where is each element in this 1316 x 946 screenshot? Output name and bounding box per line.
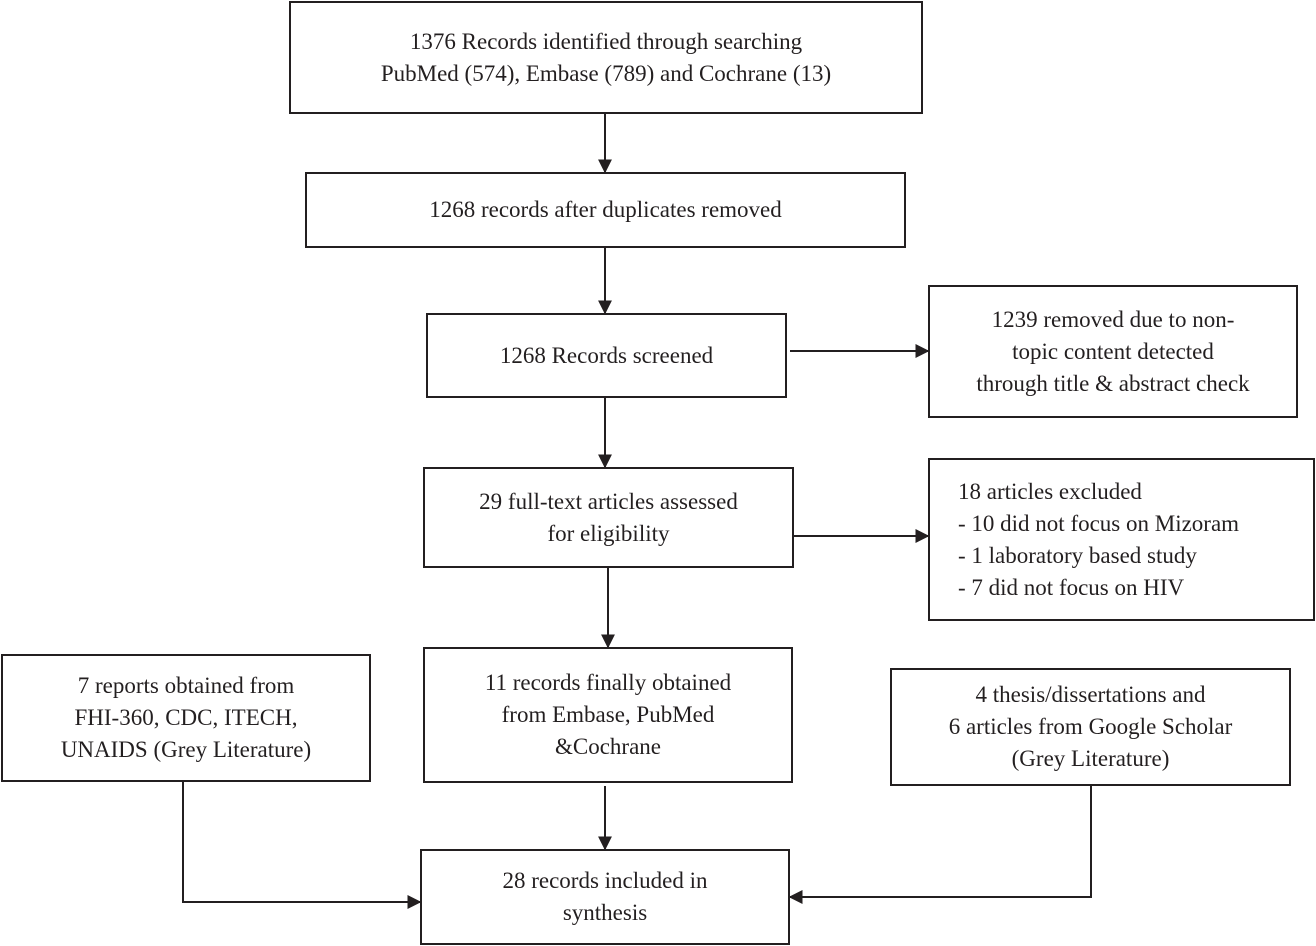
- grey-reports-line-3: UNAIDS (Grey Literature): [60, 737, 312, 762]
- final-records-line-3: &Cochrane: [554, 734, 661, 759]
- included-records-line-1: 28 records included in: [502, 868, 708, 893]
- assessed-articles-box: 29 full-text articles assessed for eligi…: [423, 467, 794, 568]
- removed-records-line-1: 1239 removed due to non-: [991, 306, 1235, 332]
- theses-articles-line-2: 6 articles from Google Scholar: [948, 714, 1233, 739]
- arrow-reports-to-included: [182, 782, 422, 909]
- screened-records-box: 1268 Records screened: [426, 313, 787, 398]
- removed-records-box: 1239 removed due to non- topic content d…: [928, 285, 1298, 418]
- assessed-articles-line-1: 29 full-text articles assessed: [479, 488, 738, 514]
- final-records-line-1: 11 records finally obtained: [484, 670, 732, 695]
- identified-records-line-1: 1376 Records identified through searchin…: [409, 28, 803, 54]
- removed-records-line-2: topic content detected: [1012, 338, 1214, 364]
- deduplicated-records-box: 1268 records after duplicates removed: [305, 172, 906, 248]
- excluded-articles-line-3: - 1 laboratory based study: [958, 542, 1197, 568]
- theses-articles-line-1: 4 thesis/dissertations and: [975, 682, 1206, 707]
- excluded-articles-line-4: - 7 did not focus on HIV: [958, 574, 1185, 600]
- deduplicated-records-line-1: 1268 records after duplicates removed: [429, 197, 782, 222]
- identified-records-line-2: PubMed (574), Embase (789) and Cochrane …: [380, 60, 832, 86]
- excluded-articles-line-1: 18 articles excluded: [958, 478, 1142, 504]
- grey-reports-line-1: 7 reports obtained from: [77, 673, 295, 698]
- theses-articles-box: 4 thesis/dissertations and 6 articles fr…: [890, 668, 1291, 786]
- grey-reports-line-2: FHI-360, CDC, ITECH,: [74, 705, 298, 730]
- theses-articles-line-3: (Grey Literature): [1011, 746, 1170, 771]
- identified-records-box: 1376 Records identified through searchin…: [289, 1, 923, 114]
- assessed-articles-line-2: for eligibility: [547, 520, 670, 546]
- grey-reports-box: 7 reports obtained from FHI-360, CDC, IT…: [1, 654, 371, 782]
- removed-records-line-3: through title & abstract check: [976, 370, 1250, 396]
- included-records-line-2: synthesis: [562, 900, 648, 925]
- screened-records-line-1: 1268 Records screened: [499, 342, 714, 368]
- excluded-articles-box: 18 articles excluded - 10 did not focus …: [928, 458, 1315, 621]
- final-records-box: 11 records finally obtained from Embase,…: [423, 647, 793, 783]
- excluded-articles-line-2: - 10 did not focus on Mizoram: [958, 510, 1240, 536]
- included-records-box: 28 records included in synthesis: [420, 849, 790, 945]
- final-records-line-2: from Embase, PubMed: [501, 702, 715, 727]
- arrow-theses-to-included: [788, 786, 1092, 904]
